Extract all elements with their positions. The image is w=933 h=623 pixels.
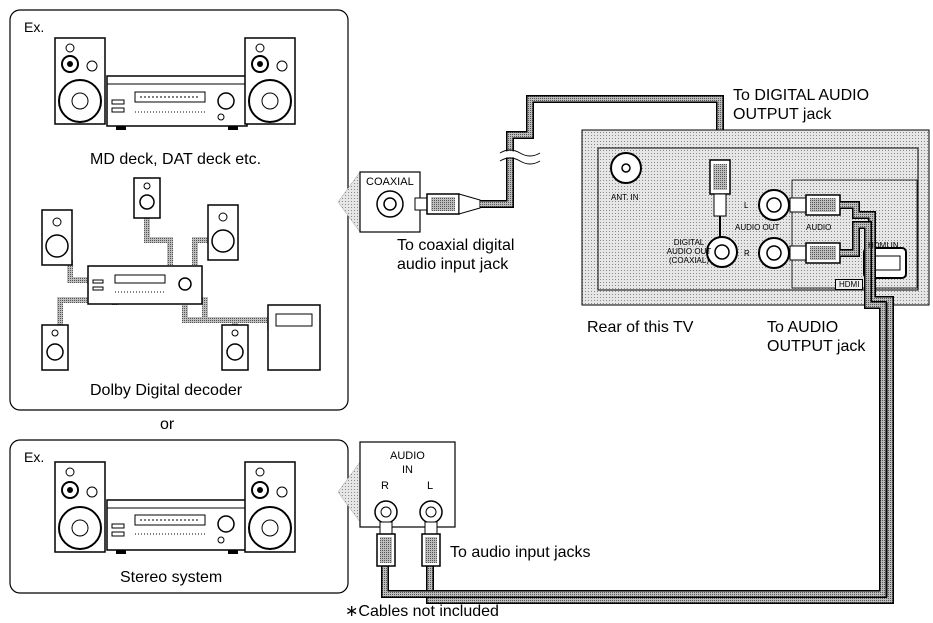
tv-l-label: L: [744, 201, 749, 210]
md-deck-caption: MD deck, DAT deck etc.: [90, 151, 262, 168]
tv-audio-out-label: AUDIO OUT: [735, 223, 780, 232]
audio-in-plugs: [376, 521, 441, 567]
tv-digital-audio-out-line2: AUDIO OUT: [666, 247, 712, 256]
cables-footnote: ∗Cables not included: [345, 603, 499, 620]
tv-ant-in-label: ANT. IN: [611, 193, 639, 202]
coaxial-plug: [414, 193, 481, 215]
stereo-system-caption: Stereo system: [120, 569, 223, 586]
tv-hdmi-in-label: HDMI IN: [868, 241, 899, 250]
tv-digital-plug: [709, 159, 731, 237]
tv-digital-audio-out-line3: (COAXIAL): [668, 256, 709, 265]
tv-audio-label: AUDIO: [806, 223, 832, 232]
coaxial-caption-line2: audio input jack: [397, 256, 509, 273]
audio-in-title-line2: IN: [402, 464, 413, 476]
digital-output-callout-line1: To DIGITAL AUDIO: [733, 87, 870, 104]
tv-hdmi-label: HDMI: [835, 279, 864, 290]
ex-label-bottom: Ex.: [24, 449, 45, 465]
digital-output-callout-line2: OUTPUT jack: [733, 106, 832, 123]
or-separator: or: [160, 416, 175, 433]
dolby-decoder-illustration: [41, 177, 321, 371]
audio-in-l-label: L: [427, 480, 434, 492]
tv-rear-caption: Rear of this TV: [587, 319, 694, 336]
receiver-unit: [106, 75, 248, 130]
stereo-system-illustration: [54, 461, 296, 554]
tv-r-label: R: [744, 249, 750, 258]
audio-output-callout-line2: OUTPUT jack: [767, 338, 866, 355]
coaxial-cable: [480, 95, 724, 208]
audio-in-r-label: R: [381, 480, 389, 492]
audio-in-title-line1: AUDIO: [390, 450, 425, 462]
dolby-decoder-caption: Dolby Digital decoder: [90, 382, 243, 399]
tv-audio-plugs: [789, 194, 841, 264]
speaker-left: [54, 37, 106, 125]
coaxial-caption-line1: To coaxial digital: [397, 237, 515, 254]
md-deck-system-illustration: [54, 37, 296, 130]
audio-in-caption: To audio input jacks: [450, 544, 591, 561]
speaker-right: [244, 37, 296, 125]
ex-label-top: Ex.: [24, 19, 45, 35]
audio-output-callout-line1: To AUDIO: [767, 319, 839, 336]
tv-digital-audio-out-line1: DIGITAL: [673, 238, 705, 247]
audio-cables: [381, 201, 894, 604]
coaxial-jack-label: COAXIAL: [366, 176, 414, 188]
